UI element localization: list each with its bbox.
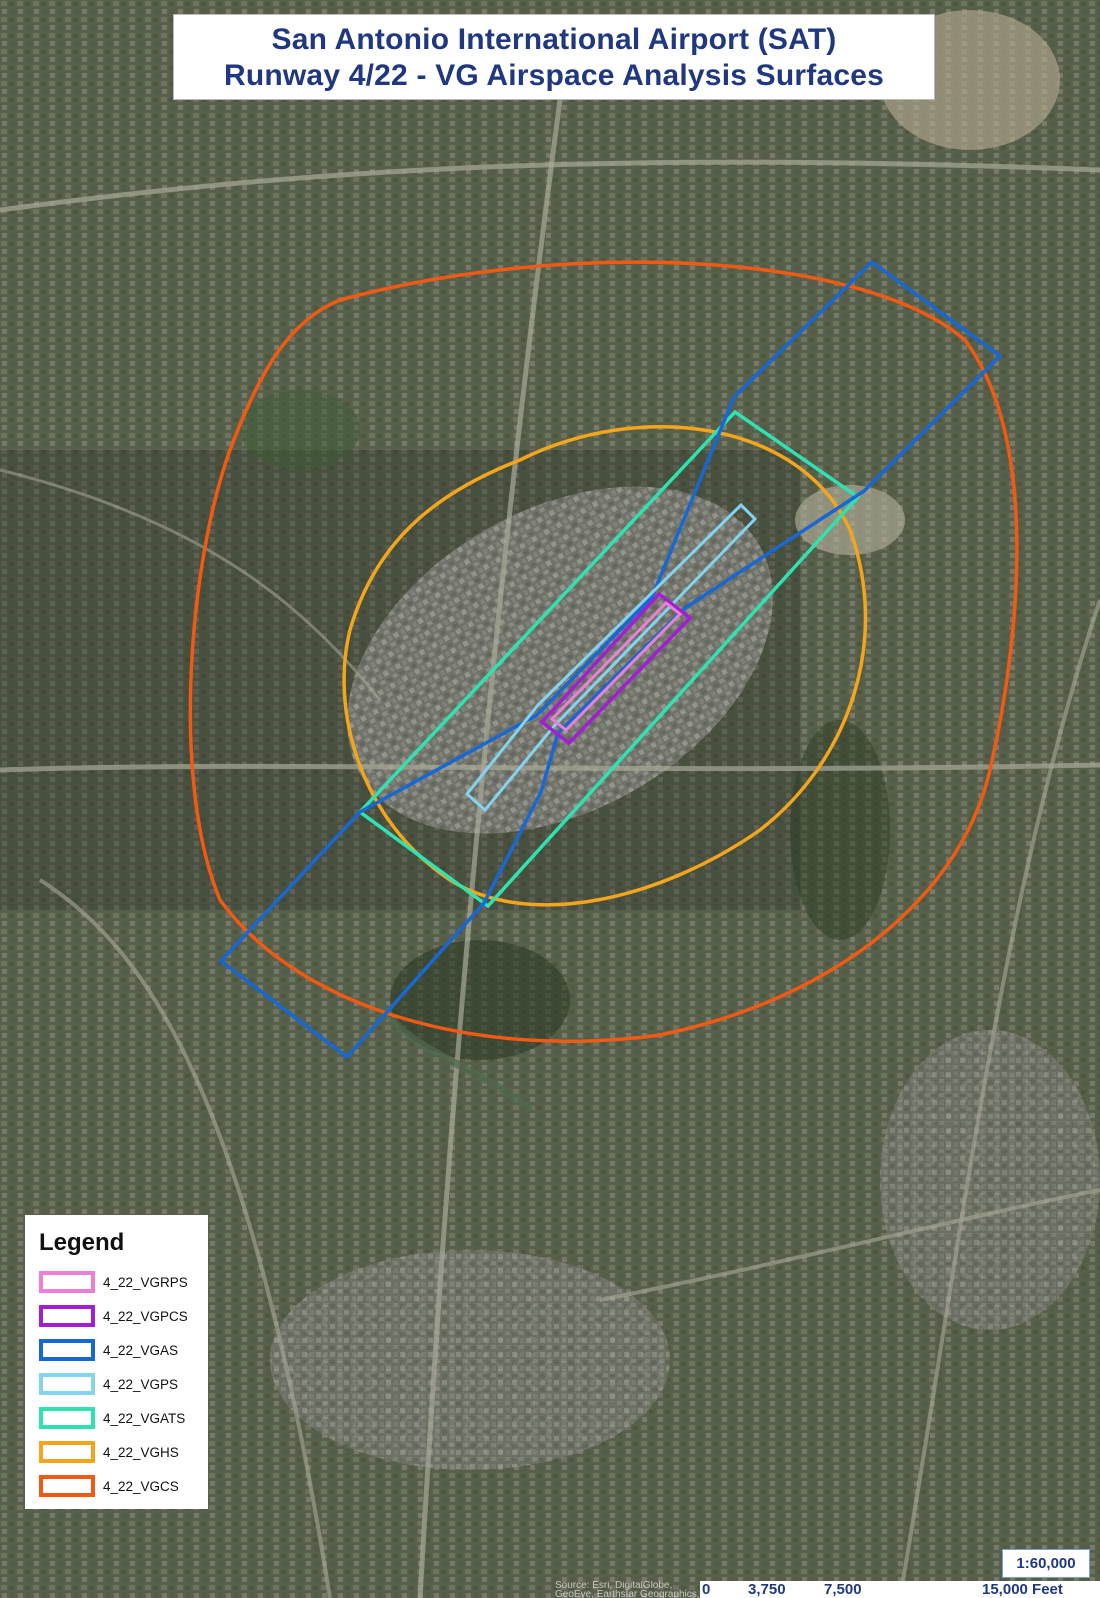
- vgpcs-surface: [539, 591, 693, 746]
- legend-swatch: [39, 1441, 95, 1463]
- legend-label: 4_22_VGHS: [103, 1444, 179, 1460]
- vgcs-surface: [188, 260, 1019, 1044]
- legend-swatch: [39, 1475, 95, 1497]
- legend-label: 4_22_VGRPS: [103, 1274, 188, 1290]
- legend-swatch: [39, 1305, 95, 1327]
- vgps-surface: [464, 502, 758, 813]
- title-line-2: Runway 4/22 - VG Airspace Analysis Surfa…: [223, 59, 884, 92]
- scale-tick-2: 7,500: [824, 1581, 862, 1598]
- legend-label: 4_22_VGATS: [103, 1410, 186, 1426]
- scale-tick-1: 3,750: [748, 1581, 786, 1598]
- scale-ratio: 1:60,000: [1002, 1549, 1090, 1578]
- legend-item-vghs: 4_22_VGHS: [39, 1435, 208, 1469]
- legend-label: 4_22_VGAS: [103, 1342, 179, 1358]
- vgats-surface: [357, 409, 861, 909]
- legend-title: Legend: [39, 1229, 125, 1256]
- legend-item-vgats: 4_22_VGATS: [39, 1401, 208, 1435]
- legend-label: 4_22_VGPS: [103, 1376, 179, 1392]
- legend-swatch: [39, 1373, 95, 1395]
- scale-tick-3: 15,000 Feet: [982, 1581, 1063, 1598]
- scale-tick-0: 0: [702, 1581, 711, 1598]
- legend-item-vgpcs: 4_22_VGPCS: [39, 1299, 208, 1333]
- legend-label: 4_22_VGCS: [103, 1478, 179, 1494]
- legend-item-vgps: 4_22_VGPS: [39, 1367, 208, 1401]
- legend-item-vgas: 4_22_VGAS: [39, 1333, 208, 1367]
- legend-swatch: [39, 1407, 95, 1429]
- scale-bar: 0 3,750 7,500 15,000 Feet: [700, 1581, 1100, 1598]
- legend-item-vgcs: 4_22_VGCS: [39, 1469, 208, 1503]
- imagery-source-credit: Source: Esri, DigitalGlobe, GeoEye, Eart…: [555, 1581, 700, 1598]
- legend-swatch: [39, 1271, 95, 1293]
- title-line-1: San Antonio International Airport (SAT): [271, 23, 837, 56]
- legend-panel: Legend 4_22_VGRPS 4_22_VGPCS 4_22_VGAS 4…: [25, 1215, 208, 1509]
- vgrps-surface: [549, 600, 683, 733]
- legend-item-vgrps: 4_22_VGRPS: [39, 1265, 208, 1299]
- legend-swatch: [39, 1339, 95, 1361]
- vghs-surface: [342, 425, 868, 907]
- legend-label: 4_22_VGPCS: [103, 1308, 188, 1324]
- vgas-surface: [218, 259, 1003, 1060]
- map-title: San Antonio International Airport (SAT) …: [173, 14, 935, 100]
